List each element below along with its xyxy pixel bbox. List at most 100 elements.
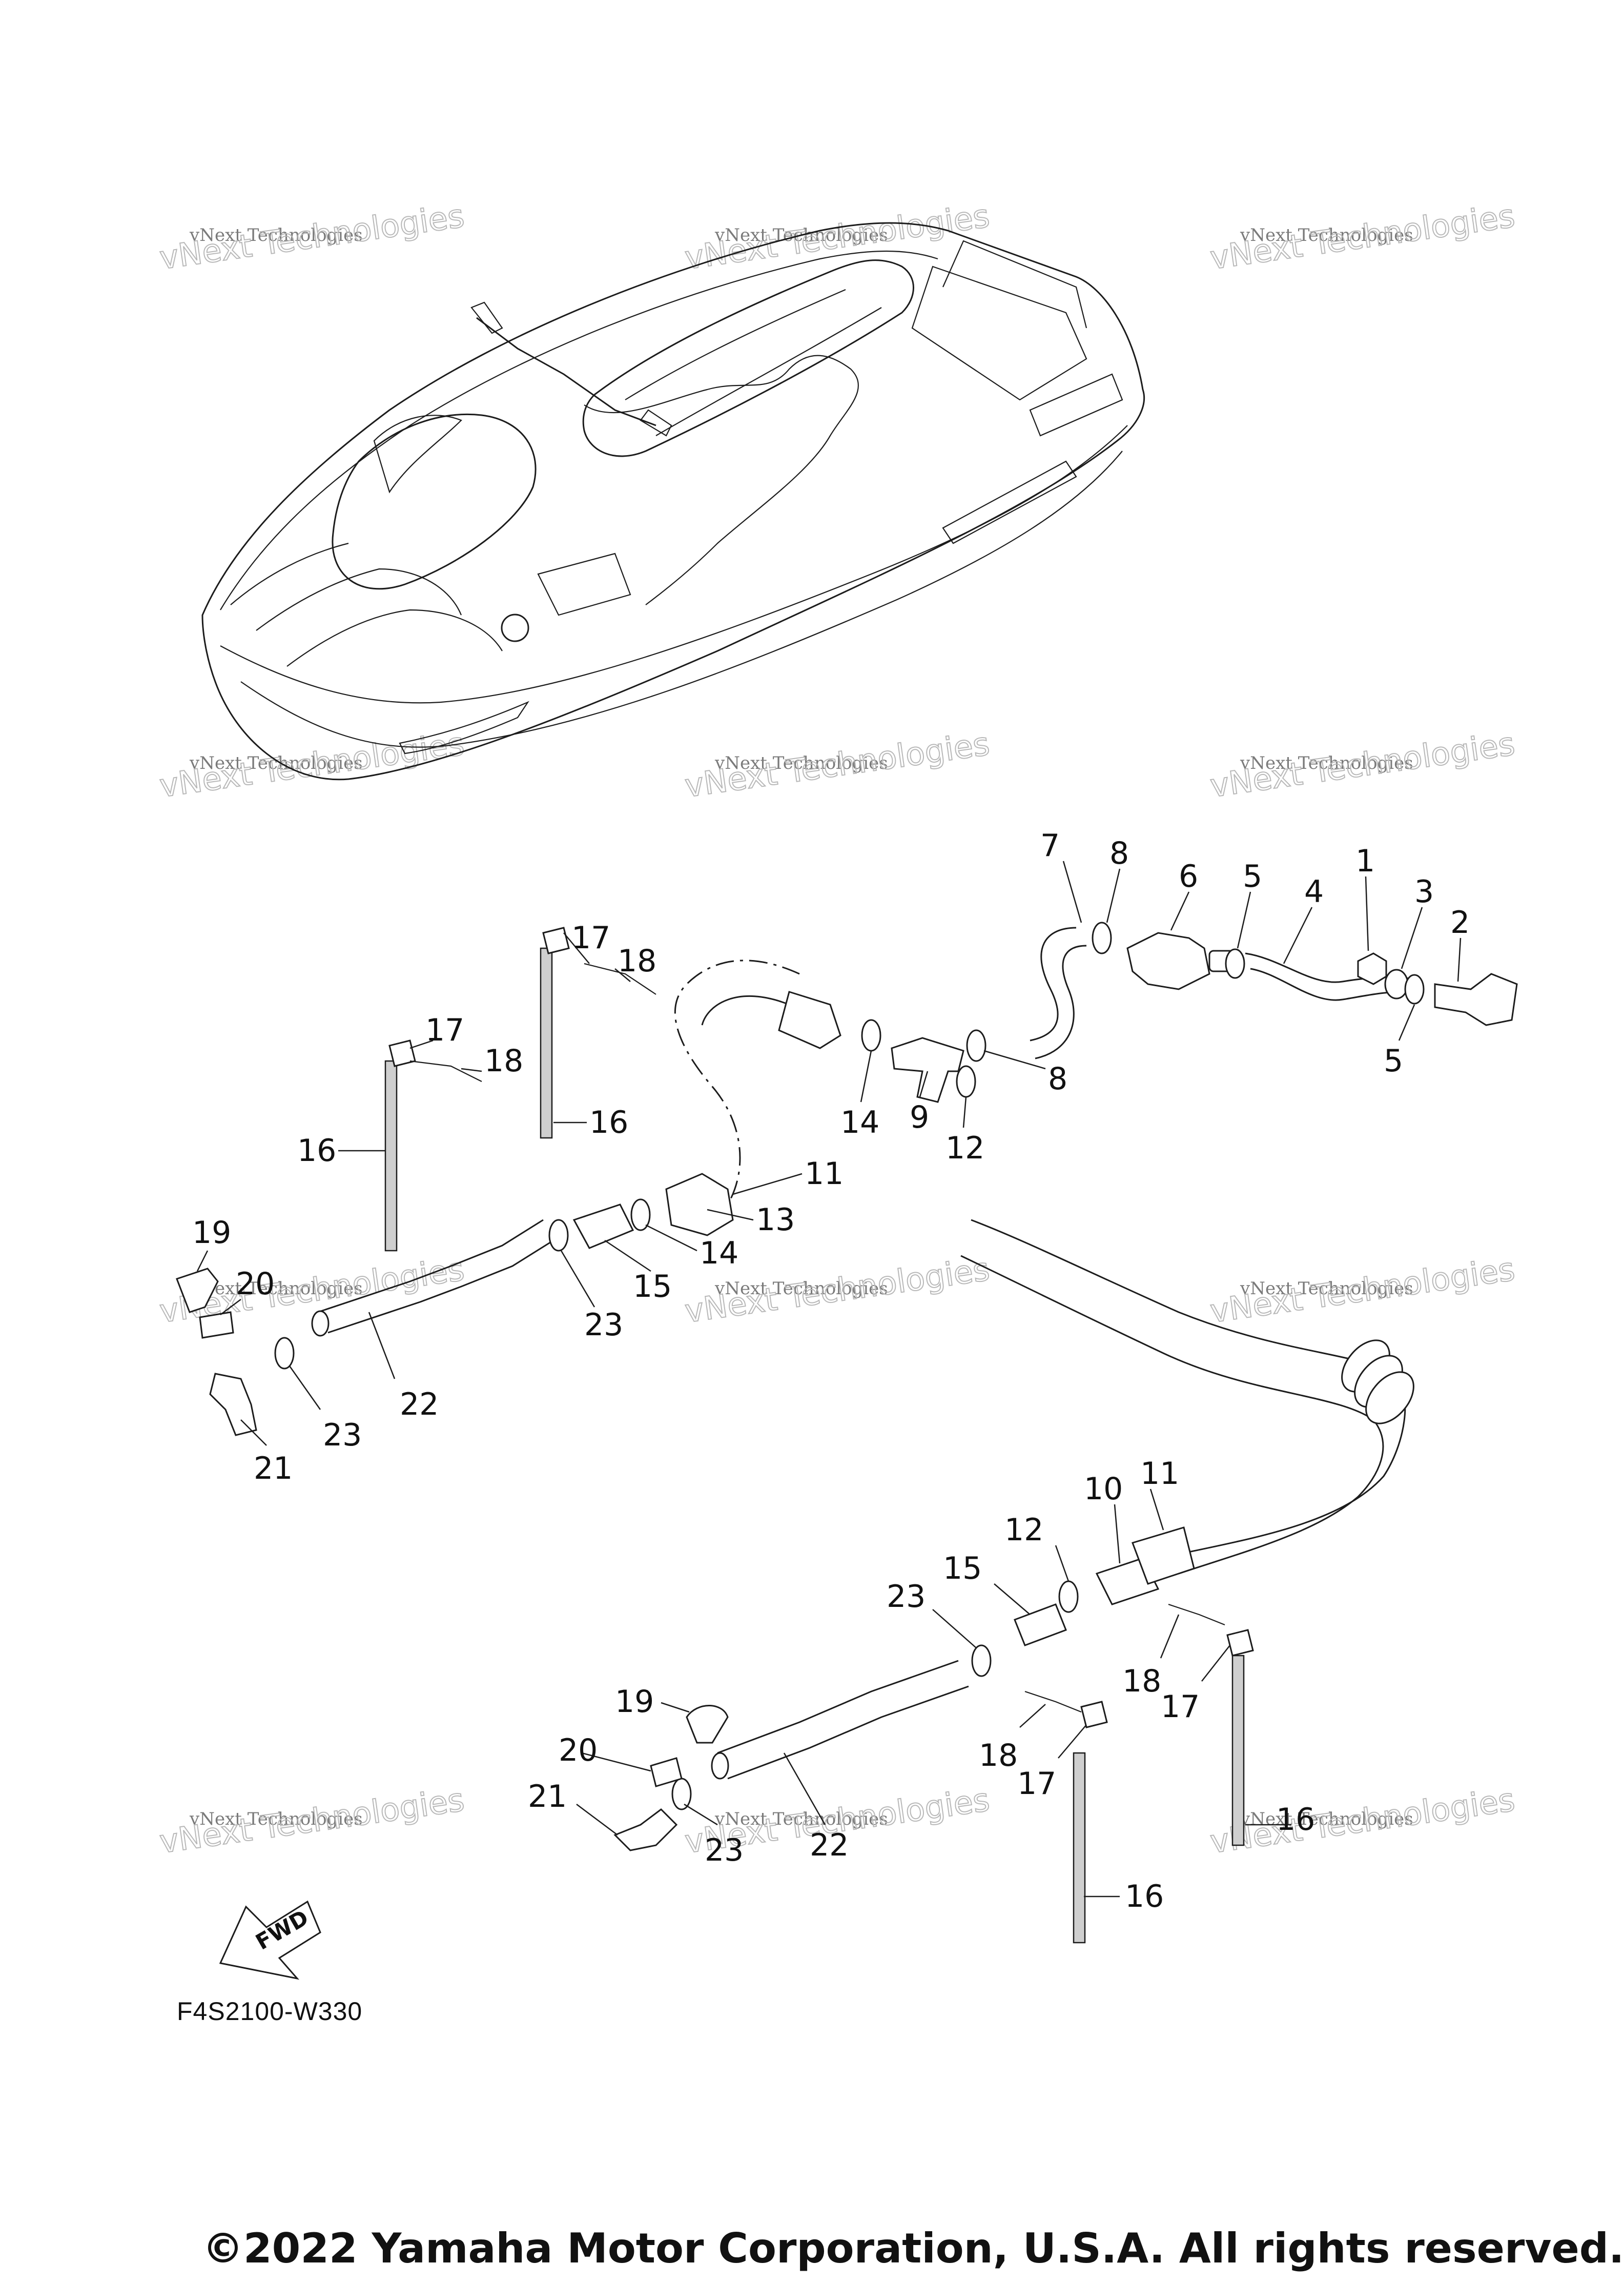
windshield [373,415,462,494]
watermark-line1: vNext Technologies [1240,753,1413,773]
watermark-line1: vNext Technologies [714,1278,888,1299]
leader-15b [994,1583,1031,1615]
leader-5a [1237,891,1251,949]
leader-11b [1149,1488,1164,1531]
leader-17a [563,932,590,964]
callout-14: 14 [840,1105,879,1140]
hose-11-lower-bottom [960,1255,1384,1575]
callout-3: 3 [1414,874,1434,910]
callout-4: 4 [1304,874,1324,910]
hose-11-upper-routing [674,960,800,1205]
part-20-clip [199,1311,234,1339]
watermark: vNext Technologies vNext Technologies [1207,196,1517,277]
callout-5: 5 [1384,1043,1403,1079]
hose-7 [1030,927,1077,1042]
callout-19: 19 [615,1684,654,1720]
callout-6: 6 [1179,859,1198,894]
leader-8b [983,1050,1046,1070]
watermark-line1: vNext Technologies [189,753,363,773]
callout-16: 16 [297,1133,336,1169]
leader-20b [581,1752,651,1772]
callout-15: 15 [943,1551,982,1586]
callout-13: 13 [756,1202,795,1238]
watermark-line1: vNext Technologies [1240,225,1413,246]
leader-17d [1058,1724,1087,1759]
part-6-valve [1126,932,1210,990]
part-19-cap [176,1268,219,1313]
leader-3 [1401,907,1423,969]
callout-21: 21 [528,1779,567,1814]
leader-12b [1055,1545,1070,1582]
leader-12a [962,1096,967,1128]
part-23-clamp [274,1337,295,1370]
part-11-lower-connector [1132,1526,1195,1585]
side-panel-front [399,701,529,754]
callout-19: 19 [192,1215,231,1251]
cable-routing [584,355,859,605]
leader-1 [1365,876,1369,951]
leader-10 [1114,1504,1121,1564]
leader-22a [368,1312,396,1379]
leader-18a [614,968,631,982]
part-18-rivet [409,1060,482,1082]
nose-stripe-2 [256,568,462,631]
leader-8a [1106,868,1121,923]
part-9-tee [891,1037,964,1103]
hose-22-upper-end [311,1310,330,1337]
hose-22-upper-bottom [327,1239,554,1334]
callout-8: 8 [1048,1061,1067,1097]
watermark-line1: vNext Technologies [189,1809,363,1829]
hull-upper-edge [220,250,938,610]
hose-22-upper-top [317,1219,544,1313]
part-16-cable-tie [540,947,553,1139]
leader-4 [1283,907,1313,964]
part-18-rivet [1168,1603,1225,1626]
seat-seam-2 [655,307,882,436]
part-14-clamp [861,1019,881,1052]
watermark-line2: vNext Technologies [157,197,466,277]
part-16-cable-tie [1231,1655,1245,1846]
leader-19a [196,1250,209,1272]
watermark-line2: vNext Technologies [683,197,992,277]
callout-2: 2 [1450,905,1470,941]
part-15-joint [1014,1603,1067,1646]
handlebar [476,317,656,426]
stern-platform [911,266,1087,401]
callout-16: 16 [1276,1802,1315,1838]
callout-16: 16 [589,1105,628,1140]
part-23-clamp [548,1219,569,1252]
hose-22-lower-end [711,1752,729,1780]
hose-22-lower-bottom [727,1685,969,1780]
watermark-line1: vNext Technologies [1240,1809,1413,1829]
leader-11a [732,1173,803,1195]
part-5-clamp [1404,974,1425,1005]
seat [582,259,914,457]
part-12-clamp [1058,1580,1079,1613]
nose-stripe-3 [286,609,503,667]
leader-17c [1201,1645,1230,1682]
callout-10: 10 [1084,1471,1123,1507]
callout-22: 22 [400,1386,439,1422]
callout-17: 17 [425,1012,464,1048]
watermark: vNext Technologies vNext Technologies [1207,1780,1517,1861]
hull-lower-chine [240,451,1123,748]
part-8-clamp [966,1029,986,1062]
watermark-line2: vNext Technologies [683,725,992,805]
callout-18: 18 [1122,1663,1161,1699]
hull-chine [220,425,1128,704]
leader-20a [220,1299,241,1315]
callout-17: 17 [1161,1689,1200,1725]
leader-9 [919,1071,929,1097]
callout-11: 11 [1140,1456,1179,1492]
leader-2 [1457,937,1462,982]
fwd-arrow: FWD [219,1900,321,1980]
watermark-line2: vNext Technologies [1208,197,1517,277]
leader-21b [576,1804,618,1836]
leader-19b [661,1702,690,1713]
leader-14a [860,1050,872,1103]
callout-16: 16 [1125,1879,1164,1914]
part-17-holder [1080,1701,1108,1728]
footwell [537,553,631,616]
part-2-fitting [1434,973,1518,1026]
watermark-line2: vNext Technologies [1208,1250,1517,1330]
